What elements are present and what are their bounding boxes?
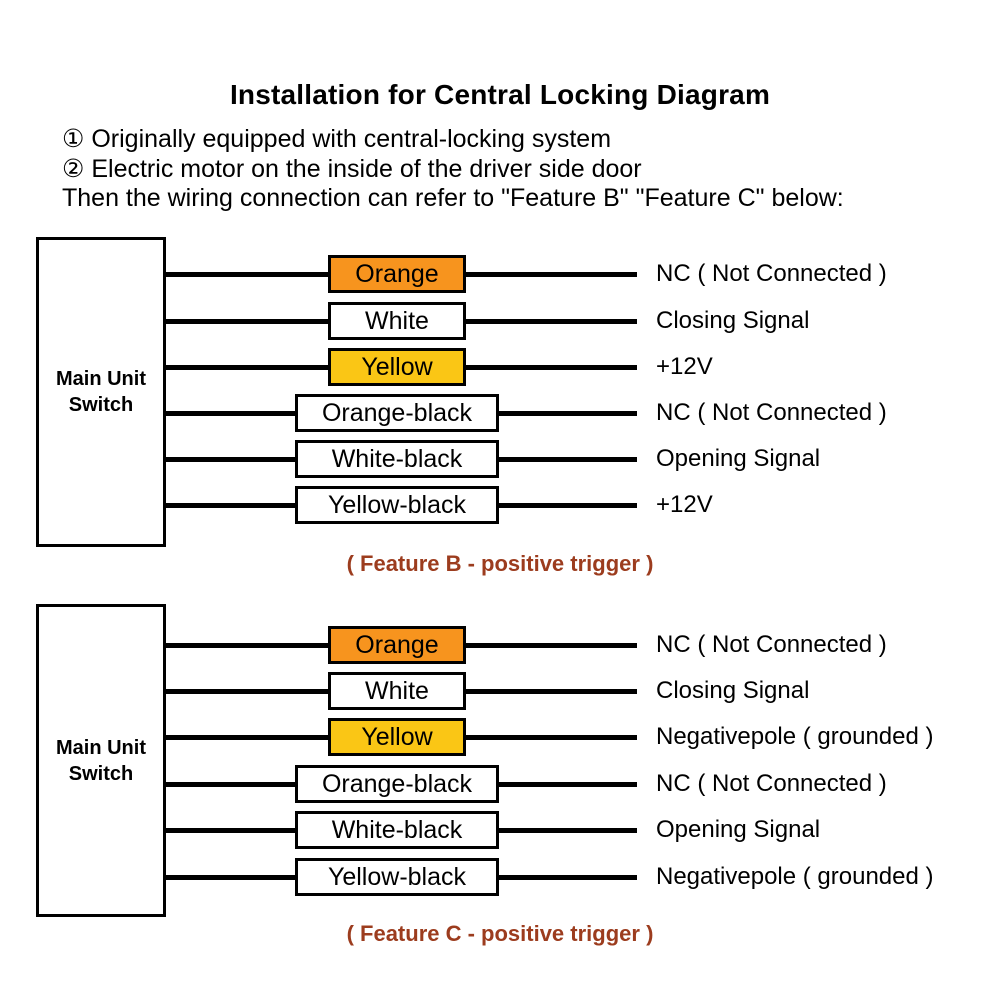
wire-color-box-white: White (328, 672, 466, 710)
instruction-line-2: ② Electric motor on the inside of the dr… (62, 154, 642, 183)
main-unit-label-line1: Main Unit (56, 736, 146, 759)
wire-color-box-yellow: Yellow (328, 348, 466, 386)
instruction-line-3: Then the wiring connection can refer to … (62, 184, 844, 212)
feature-c-caption: ( Feature C - positive trigger ) (346, 921, 654, 946)
main-unit-switch-box: Main Unit Switch (36, 604, 166, 917)
wire-color-label: Yellow-black (327, 862, 467, 891)
feature-b-diagram: Main Unit Switch Orange NC ( Not Connect… (0, 237, 1000, 582)
wire-color-box-white-black: White-black (295, 440, 499, 478)
wire-color-box-white: White (328, 302, 466, 340)
wire-color-label: Yellow (361, 722, 433, 751)
main-unit-label-line1: Main Unit (56, 368, 146, 390)
signal-label: NC ( Not Connected ) (656, 260, 887, 287)
wire-color-box-yellow-black: Yellow-black (295, 486, 499, 524)
feature-c-diagram: Main Unit Switch Orange NC ( Not Connect… (0, 604, 1000, 954)
wire-color-label: Orange (355, 630, 439, 659)
signal-label: NC ( Not Connected ) (656, 770, 887, 797)
main-unit-label-line2: Switch (68, 394, 134, 416)
signal-label: Closing Signal (656, 677, 810, 704)
signal-label: +12V (656, 353, 713, 380)
main-unit-switch-box: Main Unit Switch (36, 237, 166, 547)
wire-color-label: White-black (331, 444, 463, 473)
signal-label: Opening Signal (656, 816, 821, 843)
wire-color-box-orange: Orange (328, 626, 466, 664)
wire-color-label: Orange (355, 259, 439, 288)
signal-label: Opening Signal (656, 445, 821, 472)
page-title: Installation for Central Locking Diagram (229, 79, 771, 110)
signal-label: Closing Signal (656, 307, 810, 334)
signal-label: NC ( Not Connected ) (656, 631, 887, 658)
wire-color-label: White (365, 306, 429, 335)
wire-color-box-orange-black: Orange-black (295, 765, 499, 803)
signal-label: Negativepole ( grounded ) (656, 863, 934, 890)
instruction-list: ① Originally equipped with central-locki… (62, 125, 844, 214)
main-unit-label-line2: Switch (68, 762, 134, 785)
wire-color-label: White (365, 676, 429, 705)
wire-color-label: Yellow-black (327, 490, 467, 519)
wire-color-label: Yellow (361, 352, 433, 381)
wire-color-label: White-black (331, 815, 463, 844)
wire-color-box-white-black: White-black (295, 811, 499, 849)
wire-color-label: Orange-black (321, 398, 473, 427)
signal-label: Negativepole ( grounded ) (656, 723, 934, 750)
instruction-line-1: ① Originally equipped with central-locki… (62, 125, 612, 153)
signal-label: +12V (656, 491, 713, 518)
wire-color-box-orange-black: Orange-black (295, 394, 499, 432)
signal-label: NC ( Not Connected ) (656, 399, 887, 426)
wire-color-box-yellow: Yellow (328, 718, 466, 756)
feature-b-caption: ( Feature B - positive trigger ) (346, 551, 654, 576)
wire-color-box-orange: Orange (328, 255, 466, 293)
wire-color-label: Orange-black (321, 769, 473, 798)
wire-color-box-yellow-black: Yellow-black (295, 858, 499, 896)
